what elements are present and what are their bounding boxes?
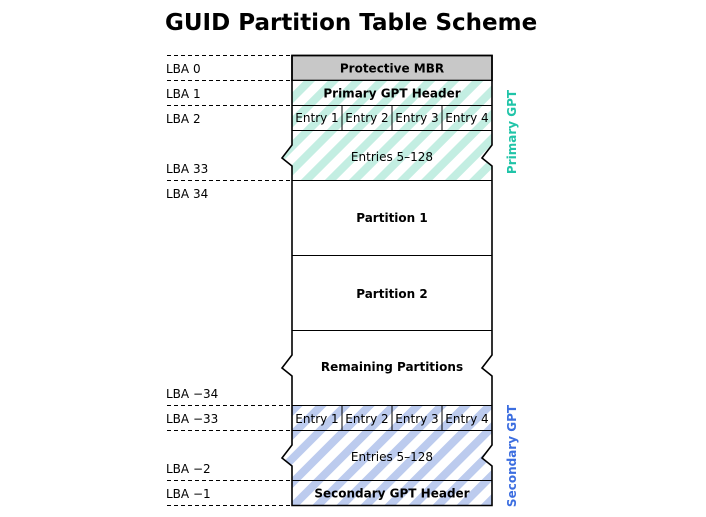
lba-label-1: LBA 1 (166, 87, 201, 101)
remaining-partitions-label: Remaining Partitions (321, 360, 463, 374)
lba-label-minus-2: LBA −2 (166, 462, 211, 476)
primary-entries-rest-label: Entries 5–128 (351, 150, 433, 164)
protective-mbr-label: Protective MBR (340, 62, 444, 76)
secondary-entry-3: Entry 3 (395, 412, 438, 426)
disk-outline (280, 54, 493, 507)
primary-gpt-header-label: Primary GPT Header (323, 87, 460, 101)
partition-1-label: Partition 1 (356, 211, 428, 225)
primary-gpt-header-block (291, 80, 493, 106)
lba-label-minus-33: LBA −33 (166, 412, 218, 426)
primary-entry-3: Entry 3 (395, 111, 438, 125)
secondary-entries-rest-label: Entries 5–128 (351, 450, 433, 464)
partition-2-label: Partition 2 (356, 287, 428, 301)
secondary-entry-2: Entry 2 (345, 412, 388, 426)
primary-entry-4: Entry 4 (445, 111, 488, 125)
secondary-gpt-side-label: Secondary GPT (505, 404, 519, 507)
lba-label-34: LBA 34 (166, 187, 208, 201)
secondary-gpt-header-label: Secondary GPT Header (314, 487, 469, 501)
secondary-entries-rest-block (282, 430, 492, 481)
lba-label-2: LBA 2 (166, 112, 201, 126)
lba-label-minus-1: LBA −1 (166, 487, 211, 501)
lba-label-0: LBA 0 (166, 62, 201, 76)
primary-entries-rest-block (282, 130, 492, 181)
primary-entry-1: Entry 1 (295, 111, 338, 125)
secondary-entry-4: Entry 4 (445, 412, 488, 426)
primary-entry-2: Entry 2 (345, 111, 388, 125)
primary-gpt-side-label: Primary GPT (505, 89, 519, 174)
diagram-title: GUID Partition Table Scheme (165, 10, 537, 36)
lba-label-minus-34: LBA −34 (166, 387, 218, 401)
partition-1-block (292, 180, 492, 256)
secondary-entry-1: Entry 1 (295, 412, 338, 426)
lba-label-33: LBA 33 (166, 162, 208, 176)
